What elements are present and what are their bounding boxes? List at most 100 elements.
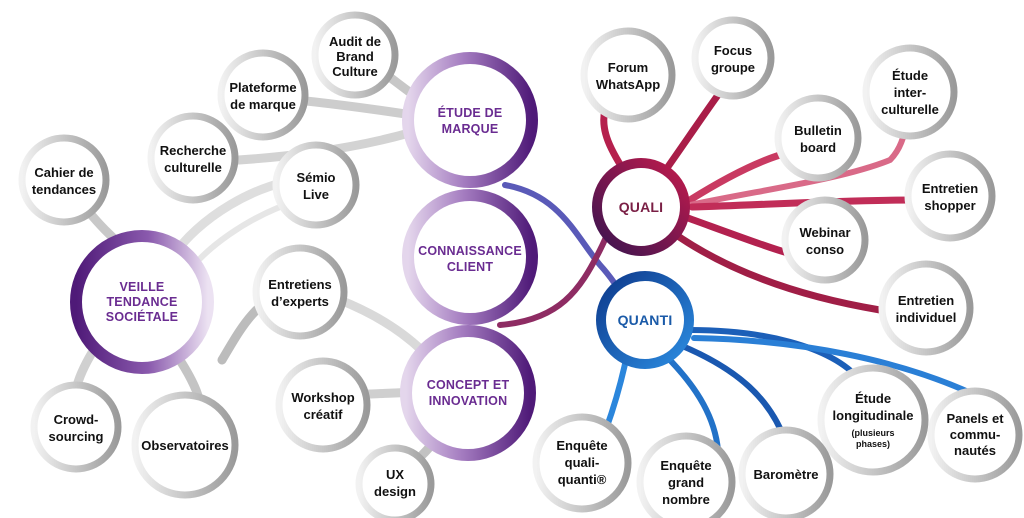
node-crowd-sourcing-text: Crowd-sourcing xyxy=(49,412,104,444)
node-enquete-grand-nombre-text-line: Enquête xyxy=(660,458,711,473)
hub-connaissance-client-text-line: CONNAISSANCE xyxy=(418,244,522,258)
node-webinar-conso-text: Webinar conso xyxy=(799,225,850,257)
node-focus-groupe-text-line: groupe xyxy=(711,60,755,75)
node-focus-groupe: Focus groupe xyxy=(691,16,775,100)
node-semio-live-text-line: Sémio xyxy=(296,170,335,185)
node-panels-communautes-text-line: commu- xyxy=(950,427,1001,442)
node-enquete-grand-nombre-text: Enquête grand nombre xyxy=(660,458,711,507)
node-focus-groupe-text-line: Focus xyxy=(714,43,752,58)
hub-veille-text-line: TENDANCE xyxy=(106,295,177,309)
node-etude-longitudinale-text-line: longitudinale xyxy=(833,408,914,423)
node-observatoires-text-line: Observatoires xyxy=(141,438,228,453)
hub-veille-text-line: SOCIÉTALE xyxy=(106,309,178,324)
node-ux-design-text-line: UX xyxy=(386,467,404,482)
node-workshop-creatif-text-line: Workshop xyxy=(291,390,354,405)
node-enquete-quali-quanti-text-line: Enquête xyxy=(556,438,607,453)
node-workshop-creatif-text-line: créatif xyxy=(303,407,343,422)
node-semio-live-text-line: Live xyxy=(303,187,329,202)
node-cahier-tendances-text-line: tendances xyxy=(32,182,96,197)
node-recherche-culturelle-text-line: culturelle xyxy=(164,160,222,175)
node-forum-whatsapp-text-line: WhatsApp xyxy=(596,77,660,92)
hub-etude-de-marque-text: ÉTUDE DE MARQUE xyxy=(438,105,503,136)
hub-concept-innovation-text-line: CONCEPT ET xyxy=(427,378,510,392)
node-webinar-conso-text-line: conso xyxy=(806,242,844,257)
node-panels-communautes-text-line: Panels et xyxy=(946,411,1004,426)
node-enquete-grand-nombre-text-line: grand xyxy=(668,475,704,490)
node-forum-whatsapp-text-line: Forum xyxy=(608,60,648,75)
hub-veille-text-line: VEILLE xyxy=(120,280,165,294)
node-webinar-conso: Webinar conso xyxy=(781,196,869,284)
node-panels-communautes-text-line: nautés xyxy=(954,443,996,458)
hub-quali-text-line: QUALI xyxy=(619,199,664,215)
node-bulletin-board-text-line: board xyxy=(800,140,836,155)
node-entretiens-experts-text-line: Entretiens xyxy=(268,277,332,292)
node-bulletin-board: Bulletin board xyxy=(774,94,862,182)
node-entretien-individuel-text-line: Entretien xyxy=(898,293,954,308)
hub-quali-text: QUALI xyxy=(619,199,664,215)
node-etude-interculturelle-text-line: culturelle xyxy=(881,102,939,117)
node-ux-design: UX design xyxy=(355,444,435,518)
node-workshop-creatif-text: Workshop créatif xyxy=(291,390,354,422)
node-audit-brand-culture-text-line: Brand xyxy=(336,49,374,64)
node-crowd-sourcing: Crowd-sourcing xyxy=(30,381,122,473)
node-entretien-individuel-text: Entretien individuel xyxy=(896,293,957,325)
hub-etude-de-marque-text-line: MARQUE xyxy=(442,122,499,136)
node-ux-design-text: UX design xyxy=(374,467,416,499)
node-etude-interculturelle-text-line: inter- xyxy=(894,85,927,100)
node-enquete-grand-nombre-text-line: nombre xyxy=(662,492,710,507)
node-audit-brand-culture-text-line: Audit de xyxy=(329,34,381,49)
node-bulletin-board-text-line: Bulletin xyxy=(794,123,842,138)
node-entretiens-experts-text: Entretiens d’experts xyxy=(268,277,332,309)
node-crowd-sourcing-text-line: Crowd- xyxy=(54,412,99,427)
node-entretien-shopper-text-line: Entretien xyxy=(922,181,978,196)
node-entretien-individuel-text-line: individuel xyxy=(896,310,957,325)
node-barometre-text-line: Baromètre xyxy=(753,467,818,482)
node-bulletin-board-text: Bulletin board xyxy=(794,123,842,155)
node-entretien-individuel: Entretien individuel xyxy=(878,260,974,356)
node-plateforme-marque-text-line: Plateforme xyxy=(229,80,296,95)
node-entretiens-experts-text-line: d’experts xyxy=(271,294,329,309)
node-observatoires: Observatoires xyxy=(131,391,239,499)
node-webinar-conso-text-line: Webinar xyxy=(799,225,850,240)
node-crowd-sourcing-text-line: sourcing xyxy=(49,429,104,444)
node-barometre-text: Baromètre xyxy=(753,467,818,482)
node-barometre: Baromètre xyxy=(738,426,834,518)
hub-quanti-text: QUANTI xyxy=(618,312,673,328)
node-enquete-quali-quanti-text-line: quali- xyxy=(565,455,600,470)
hub-quali: QUALI xyxy=(592,158,690,256)
hub-etude-de-marque-text-line: ÉTUDE DE xyxy=(438,105,503,120)
node-entretiens-experts: Entretiens d’experts xyxy=(252,244,348,340)
node-audit-brand-culture-text-line: Culture xyxy=(332,64,378,79)
node-etude-longitudinale-note-line: (plusieurs xyxy=(851,428,894,438)
node-ux-design-text-line: design xyxy=(374,484,416,499)
